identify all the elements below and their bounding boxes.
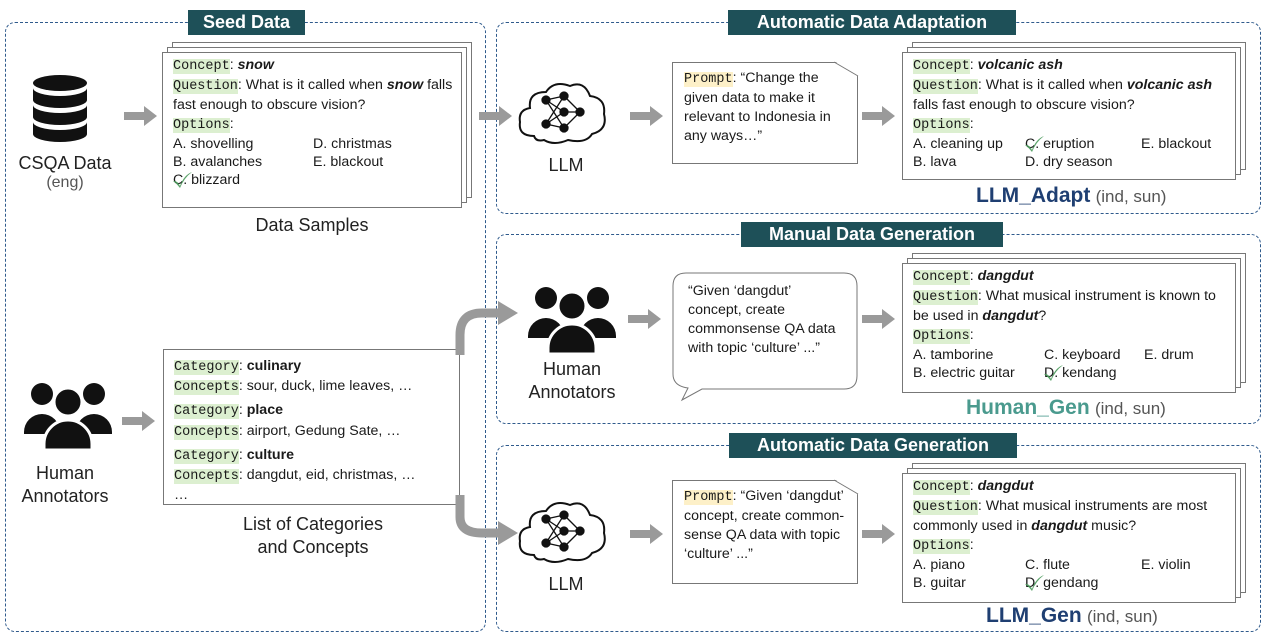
arrow-right-icon <box>630 106 663 126</box>
adapt-prompt-card: Prompt: “Change the given data to make i… <box>672 62 858 164</box>
manual-bubble-text: “Given ‘dangdut’ concept, create commons… <box>688 283 836 356</box>
manual-result-label: Human_Gen (ind, sun) <box>966 396 1166 419</box>
neural-network-cloud-icon <box>518 83 606 144</box>
seed-sample-card: Concept: snow Question: What is it calle… <box>162 52 462 208</box>
check-icon <box>1025 575 1044 591</box>
database-icon <box>33 75 87 142</box>
csqa-sub-label: (eng) <box>46 174 84 191</box>
autogen-result-label: LLM_Gen (ind, sun) <box>986 604 1158 627</box>
seed-human-label-2: Annotators <box>21 486 109 506</box>
autogen-prompt-card: Prompt: “Given ‘dangdut’ concept, create… <box>672 480 858 584</box>
check-icon <box>1025 135 1044 152</box>
check-icon <box>1044 365 1063 381</box>
seed-data-title: Seed Data <box>188 10 305 35</box>
list-label-1: List of Categories <box>242 514 384 534</box>
arrow-right-icon <box>124 106 157 126</box>
manual-sample-stack: Concept: dangdut Question: What musical … <box>902 253 1248 393</box>
branch-arrows <box>455 301 518 545</box>
people-icon <box>528 287 616 356</box>
csqa-label: CSQA Data <box>18 153 112 173</box>
adapt-sample-card: Concept: volcanic ash Question: What is … <box>902 52 1236 180</box>
autogen-sample-stack: Concept: dangdut Question: What musical … <box>902 463 1248 603</box>
autogen-llm-label: LLM <box>548 574 584 594</box>
arrow-right-icon <box>862 309 895 329</box>
check-icon <box>173 172 192 189</box>
manual-human-label-1: Human <box>542 359 602 379</box>
categories-card: Category: culinary Concepts: sour, duck,… <box>163 349 460 505</box>
people-icon <box>24 383 112 452</box>
manual-sample-card: Concept: dangdut Question: What musical … <box>902 263 1236 393</box>
data-samples-label: Data Samples <box>255 215 369 235</box>
arrow-right-icon <box>628 309 661 329</box>
list-label-2: and Concepts <box>257 537 369 557</box>
autogen-sample-card: Concept: dangdut Question: What musical … <box>902 473 1236 603</box>
autogen-title: Automatic Data Generation <box>729 433 1017 458</box>
prompt-fold <box>833 61 859 77</box>
adapt-result-label: LLM_Adapt (ind, sun) <box>976 184 1167 207</box>
arrow-right-icon <box>122 411 155 431</box>
arrow-right-icon <box>862 106 895 126</box>
arrow-right-icon <box>479 106 512 126</box>
manual-title: Manual Data Generation <box>741 222 1003 247</box>
arrow-right-icon <box>862 524 895 544</box>
prompt-fold <box>833 479 859 495</box>
seed-sample-stack: Concept: snow Question: What is it calle… <box>162 42 472 208</box>
manual-human-label-2: Annotators <box>528 382 616 402</box>
speech-bubble <box>672 272 858 402</box>
adapt-sample-stack: Concept: volcanic ash Question: What is … <box>902 42 1248 180</box>
adapt-title: Automatic Data Adaptation <box>728 10 1016 35</box>
arrow-right-icon <box>630 524 663 544</box>
adapt-llm-label: LLM <box>548 155 584 175</box>
neural-network-cloud-icon <box>518 502 606 563</box>
seed-human-label-1: Human <box>35 463 95 483</box>
